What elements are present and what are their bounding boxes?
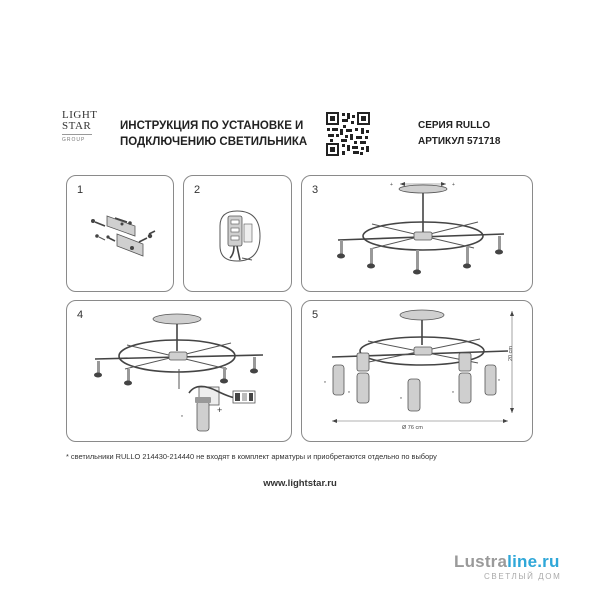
watermark-brand-part2: line.ru xyxy=(507,552,560,571)
step-3-number: 3 xyxy=(312,184,319,196)
logo-line2: STAR xyxy=(62,120,92,132)
step-4-number: 4 xyxy=(77,309,84,321)
diameter-label: Ø 76 cm xyxy=(402,425,423,431)
svg-text:+: + xyxy=(217,405,222,415)
height-label: 20 cm xyxy=(508,346,514,361)
step-5-number: 5 xyxy=(312,309,319,321)
qr-code-icon xyxy=(325,111,371,157)
svg-text:*: * xyxy=(348,391,350,397)
ceiling-mount-illustration: + + xyxy=(337,182,505,275)
svg-text:*: * xyxy=(324,381,326,387)
step-3-panel: 3 + + xyxy=(301,175,533,292)
step-2-number: 2 xyxy=(194,184,201,196)
logo-sub: GROUP xyxy=(62,137,86,143)
step-2-panel: 2 xyxy=(183,175,292,292)
dimensions-illustration: * * * * * xyxy=(324,309,514,423)
watermark-brand: Lustraline.ru xyxy=(454,552,594,572)
terminal-block-illustration xyxy=(219,210,261,262)
article-label: АРТИКУЛ 571718 xyxy=(418,136,501,147)
svg-text:+: + xyxy=(452,182,455,188)
document-title: ИНСТРУКЦИЯ ПО УСТАНОВКЕ И ПОДКЛЮЧЕНИЮ СВ… xyxy=(120,118,320,150)
svg-text:+: + xyxy=(390,182,393,188)
series-label: СЕРИЯ RULLO xyxy=(418,120,491,131)
step-5-panel: 5 * * * * * Ø 76 cm 20 cm xyxy=(301,300,533,442)
logo-line1: LIGHT xyxy=(62,109,98,121)
footnote: * светильники RULLO 214430-214440 не вхо… xyxy=(66,452,437,461)
title-line2: ПОДКЛЮЧЕНИЮ СВЕТИЛЬНИКА xyxy=(120,136,308,148)
product-info: СЕРИЯ RULLO АРТИКУЛ 571718 xyxy=(418,118,558,150)
svg-text:*: * xyxy=(181,415,183,421)
logo-divider xyxy=(62,134,92,135)
svg-text:*: * xyxy=(498,379,500,385)
step-4-panel: 4 * + xyxy=(66,300,292,442)
mounting-bracket-illustration xyxy=(91,215,156,257)
svg-text:*: * xyxy=(400,397,402,403)
watermark: Lustraline.ru СВЕТЛЫЙ ДОМ xyxy=(454,552,594,592)
step-1-panel: 1 xyxy=(66,175,174,292)
lamp-connection-illustration: * + xyxy=(94,313,264,432)
step-1-number: 1 xyxy=(77,184,84,196)
watermark-tagline: СВЕТЛЫЙ ДОМ xyxy=(484,572,562,581)
title-line1: ИНСТРУКЦИЯ ПО УСТАНОВКЕ И xyxy=(120,120,304,132)
svg-text:*: * xyxy=(452,391,454,397)
lightstar-logo: LIGHT STAR GROUP xyxy=(62,110,106,158)
watermark-brand-part1: Lustra xyxy=(454,552,508,571)
website-link[interactable]: www.lightstar.ru xyxy=(263,478,337,489)
